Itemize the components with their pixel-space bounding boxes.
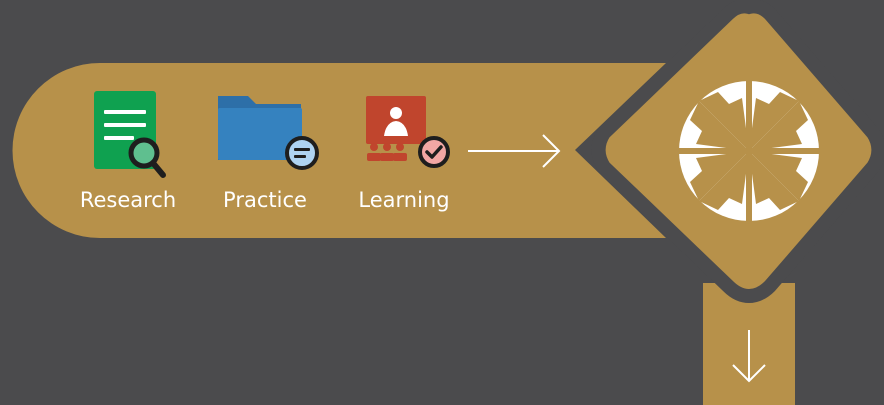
research-label: Research xyxy=(79,188,177,212)
learning-label: Learning xyxy=(358,188,450,212)
research-document-magnifier-icon xyxy=(94,91,166,178)
process-banner xyxy=(12,63,666,238)
learning-presentation-check-icon xyxy=(366,96,450,168)
down-arrow-icon xyxy=(732,330,766,383)
converging-hands-icon xyxy=(678,80,820,222)
right-arrow-icon xyxy=(468,134,561,168)
practice-folder-chat-icon xyxy=(218,96,319,170)
practice-label: Practice xyxy=(223,188,307,212)
